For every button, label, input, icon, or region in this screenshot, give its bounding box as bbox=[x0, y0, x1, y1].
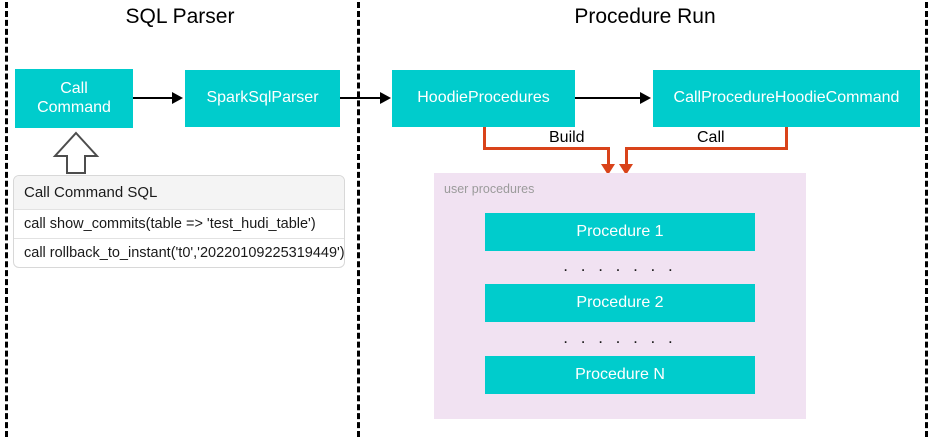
node-call-command-line2: Command bbox=[37, 98, 111, 116]
procedure-ellipsis: . . . . . . . bbox=[563, 256, 677, 275]
section-divider-right bbox=[925, 2, 928, 437]
node-spark-sql-parser[interactable]: SparkSqlParser bbox=[185, 70, 340, 127]
sql-table-row: call rollback_to_instant('t0','202201092… bbox=[24, 245, 345, 261]
user-procedures-label: user procedures bbox=[444, 182, 535, 196]
node-call-command-line1: Call bbox=[60, 79, 88, 97]
section-title-procedure-run: Procedure Run bbox=[574, 5, 716, 28]
arrow-hoodie-to-callproc-line bbox=[575, 97, 641, 99]
section-divider-middle bbox=[357, 2, 360, 437]
procedure-item[interactable]: Procedure 1 bbox=[485, 213, 755, 251]
call-edge-horizontal bbox=[625, 147, 788, 150]
arrow-spark-to-hoodie-line bbox=[340, 97, 381, 99]
procedure-item[interactable]: Procedure N bbox=[485, 356, 755, 394]
call-arrow-head bbox=[619, 164, 633, 175]
section-title-sql-parser: SQL Parser bbox=[125, 5, 235, 28]
arrow-call-command-to-spark-head bbox=[172, 92, 183, 104]
section-divider-left bbox=[5, 2, 8, 437]
arrow-hoodie-to-callproc-head bbox=[640, 92, 651, 104]
arrow-spark-to-hoodie-head bbox=[380, 92, 391, 104]
node-call-procedure-hoodie-command[interactable]: CallProcedureHoodieCommand bbox=[653, 70, 920, 127]
node-hoodie-procedures[interactable]: HoodieProcedures bbox=[392, 70, 575, 127]
sql-table-header: Call Command SQL bbox=[14, 176, 344, 210]
edge-label-call: Call bbox=[693, 129, 729, 147]
procedure-ellipsis: . . . . . . . bbox=[563, 328, 677, 347]
up-arrow-icon bbox=[52, 131, 100, 174]
build-edge-vertical bbox=[483, 127, 486, 150]
node-call-command-label: Call Command bbox=[37, 80, 111, 118]
call-edge-vertical bbox=[785, 127, 788, 150]
call-edge-drop bbox=[625, 147, 628, 167]
node-call-command[interactable]: Call Command bbox=[15, 69, 133, 128]
call-command-sql-table: Call Command SQL call show_commits(table… bbox=[13, 175, 345, 268]
build-arrow-head bbox=[601, 164, 615, 175]
sql-table-row: call show_commits(table => 'test_hudi_ta… bbox=[14, 210, 344, 239]
procedure-item[interactable]: Procedure 2 bbox=[485, 284, 755, 322]
arrow-call-command-to-spark-line bbox=[133, 97, 173, 99]
build-edge-drop bbox=[607, 147, 610, 167]
build-edge-horizontal bbox=[483, 147, 610, 150]
edge-label-build: Build bbox=[545, 129, 589, 147]
